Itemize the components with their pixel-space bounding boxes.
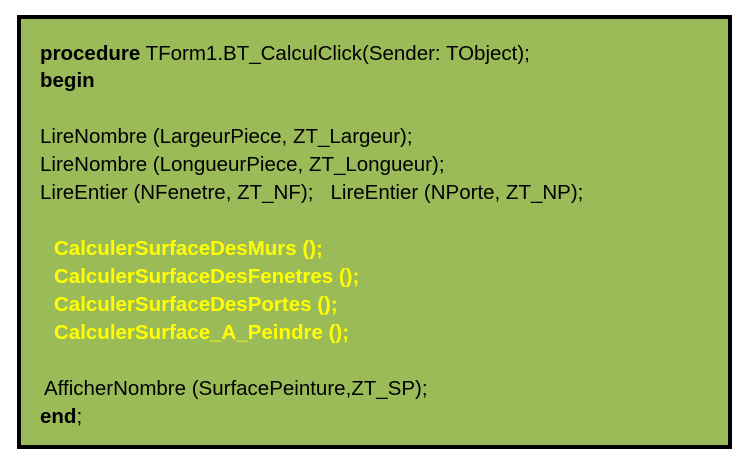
read-line-3: LireEntier (NFenetre, ZT_NF); LireEntier… — [40, 181, 584, 204]
end-keyword: end — [40, 405, 77, 428]
call-line-2: CalculerSurfaceDesFenetres (); — [54, 265, 360, 288]
end-line: end; — [40, 405, 82, 429]
read-line-2: LireNombre (LongueurPiece, ZT_Longueur); — [40, 153, 445, 176]
read-line-1: LireNombre (LargeurPiece, ZT_Largeur); — [40, 125, 413, 148]
code-panel: procedure TForm1.BT_CalculClick(Sender: … — [17, 15, 732, 449]
procedure-signature: TForm1.BT_CalculClick(Sender: TObject); — [140, 42, 530, 65]
begin-keyword: begin — [40, 69, 95, 92]
call-line-4: CalculerSurface_A_Peindre (); — [54, 321, 350, 344]
call-line-1: CalculerSurfaceDesMurs (); — [54, 237, 323, 260]
procedure-keyword: procedure — [40, 42, 141, 65]
call-line-3: CalculerSurfaceDesPortes (); — [54, 293, 338, 316]
end-semicolon: ; — [76, 405, 83, 428]
procedure-header-line: procedure TForm1.BT_CalculClick(Sender: … — [40, 42, 530, 66]
display-line: AfficherNombre (SurfacePeinture,ZT_SP); — [44, 377, 428, 400]
